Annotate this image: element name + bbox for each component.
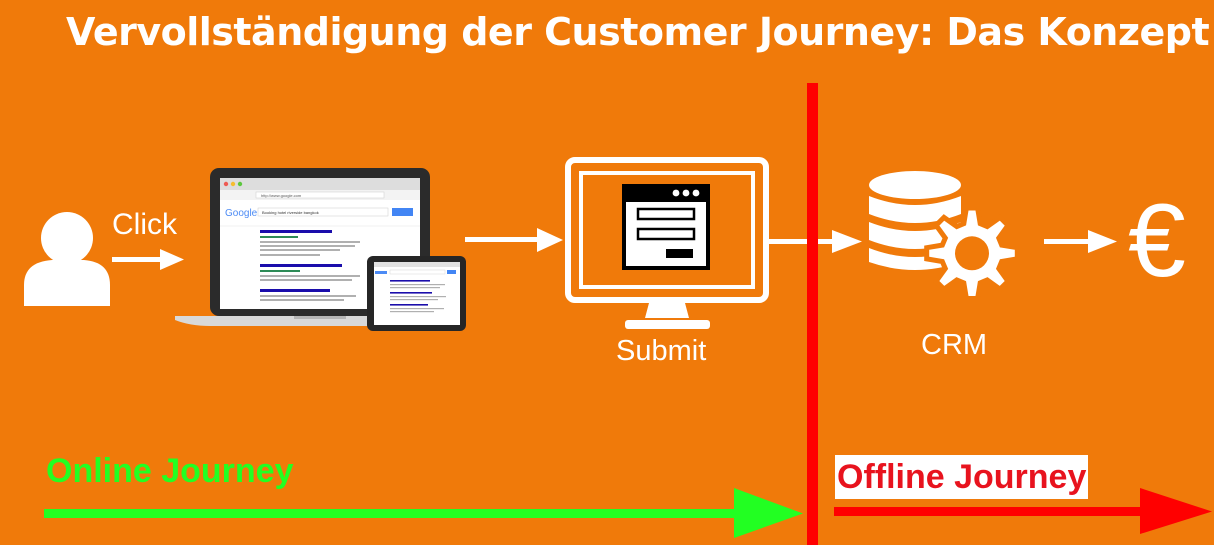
- form-window-icon: [622, 184, 710, 270]
- click-label: Click: [112, 208, 177, 241]
- arrow-to-submit: [465, 228, 563, 252]
- offline-journey-arrow: [834, 488, 1212, 534]
- online-journey-arrow: [44, 488, 803, 538]
- online-offline-divider: [807, 83, 818, 545]
- laptop-icon: http://www.google.com Google Booking hot…: [175, 168, 455, 326]
- browser-url: http://www.google.com: [261, 193, 302, 198]
- user-icon: [24, 212, 110, 306]
- arrow-to-euro: [1044, 230, 1117, 253]
- tablet-icon: [367, 256, 466, 331]
- database-icon: [869, 171, 961, 270]
- online-journey-label: Online Journey: [46, 452, 294, 490]
- euro-icon: €: [1128, 183, 1186, 299]
- google-logo: Google: [225, 208, 258, 219]
- monitor-icon: [565, 157, 769, 329]
- arrow-to-crm: [766, 230, 862, 253]
- offline-journey-label: Offline Journey: [835, 455, 1089, 499]
- click-arrow: [112, 249, 184, 270]
- browser-search-query: Booking hotel riverside bangkok: [262, 210, 319, 215]
- crm-label: CRM: [921, 329, 988, 361]
- submit-label: Submit: [616, 335, 707, 367]
- gear-hole: [955, 236, 989, 271]
- page-title: Vervollständigung der Customer Journey: …: [66, 10, 1210, 54]
